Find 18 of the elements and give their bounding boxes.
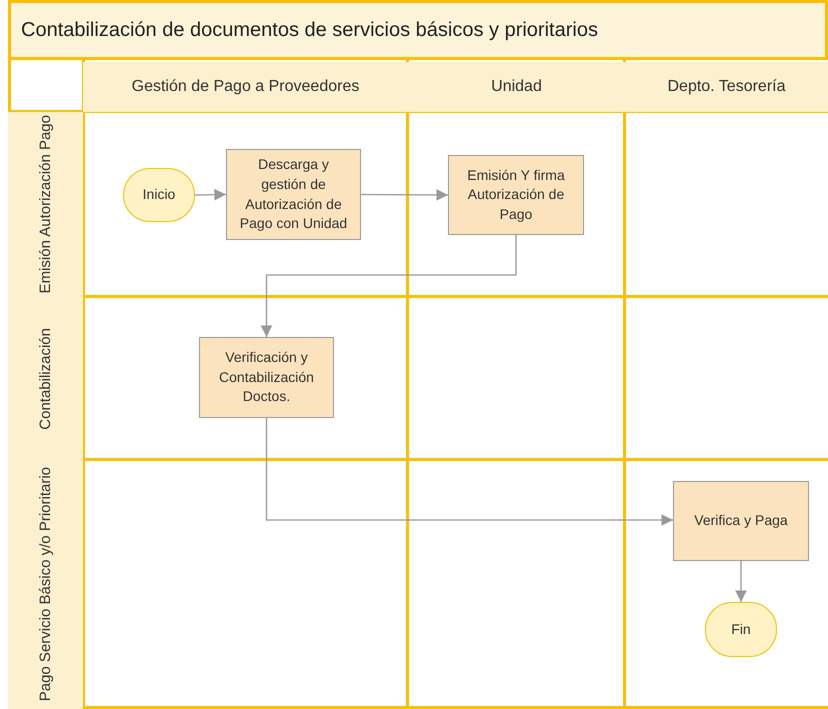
process-box: Descarga y gestión de Autorización de Pago con Unidad (226, 149, 361, 240)
arrow (260, 235, 517, 337)
lane-header: Unidad (408, 62, 625, 112)
terminator-shape: Inicio (123, 168, 195, 222)
process-box: Verificación y Contabilización Doctos. (199, 337, 334, 418)
arrow (194, 188, 226, 201)
arrow (266, 418, 673, 526)
terminator-shape: Fin (705, 602, 777, 657)
title-bar: Contabilización de documentos de servicios básicos y prioritarios (8, 0, 828, 60)
process-box: Emisión Y firma Autorización de Pago (448, 155, 584, 235)
arrow (361, 189, 448, 201)
lane-header: Depto. Tesorería (625, 62, 828, 112)
arrow (735, 561, 747, 602)
lane-header: Emisión Autorización Pago (8, 112, 83, 297)
lane-header: Contabilización (8, 297, 83, 460)
lane-header: Pago Servicio Básico y/o Prioritario (8, 460, 83, 709)
process-box: Verifica y Paga (673, 481, 809, 561)
lane-header: Gestión de Pago a Proveedores (83, 62, 408, 112)
